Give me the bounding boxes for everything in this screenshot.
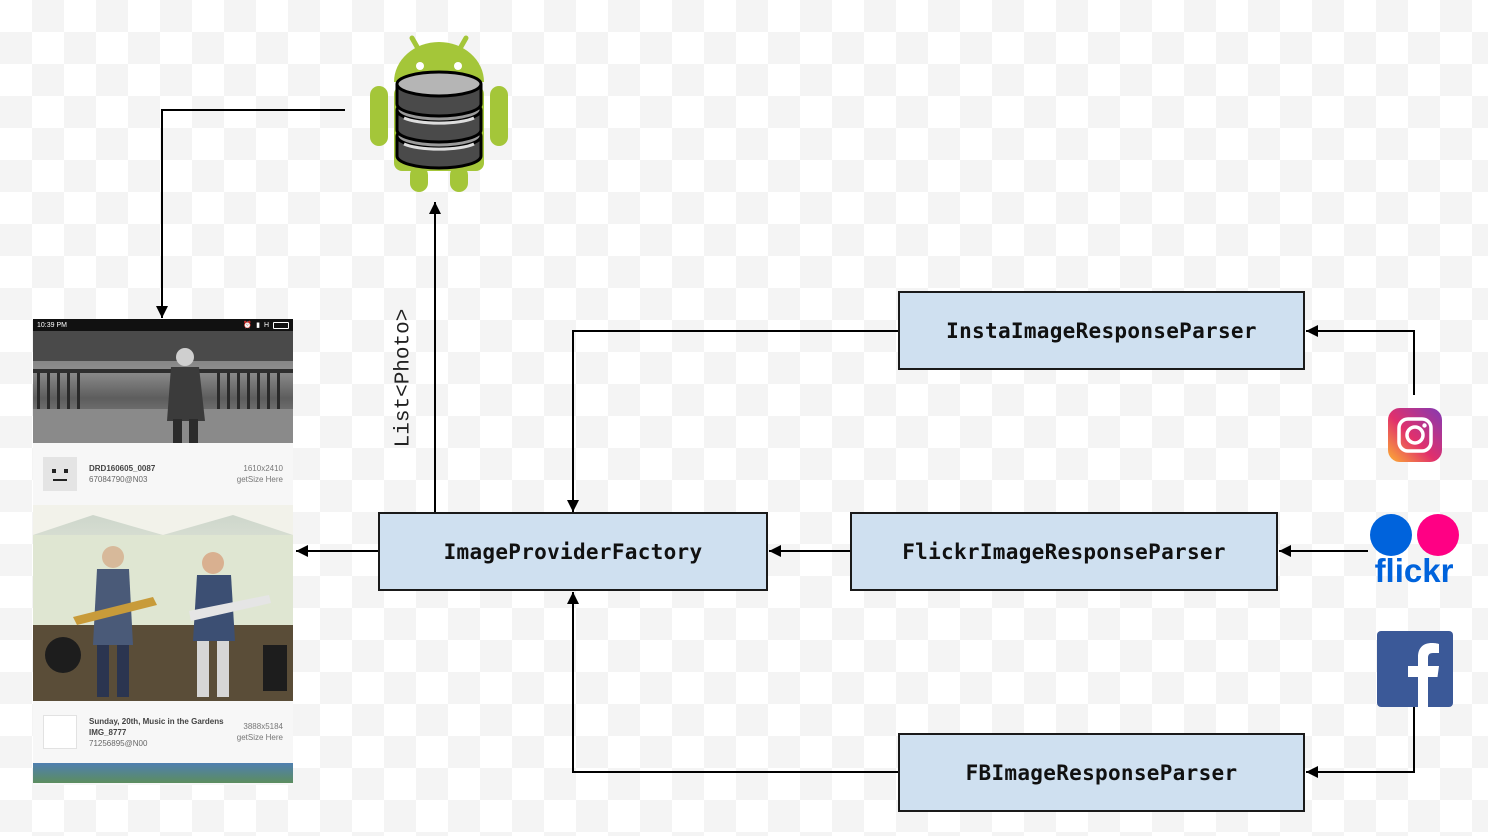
list-item[interactable]: DRD160605_0087 67084790@N03 1610x2410 ge… xyxy=(33,443,293,505)
edge-facebook-to-parser xyxy=(1306,707,1415,778)
item-owner: 67084790@N03 xyxy=(89,475,148,484)
photo-band-concert[interactable] xyxy=(33,505,293,701)
item-owner: 71256895@N00 xyxy=(89,738,148,748)
list-item[interactable]: Sunday, 20th, Music in the Gardens IMG_8… xyxy=(33,701,293,763)
item-title: Sunday, 20th, Music in the Gardens xyxy=(89,716,224,726)
node-image-provider-factory: ImageProviderFactory xyxy=(378,512,768,591)
photo-trees[interactable] xyxy=(33,763,293,783)
photo-street-portrait[interactable] xyxy=(33,331,293,443)
item-subtitle: IMG_8777 xyxy=(89,727,127,737)
item-size: 3888x5184 xyxy=(243,722,283,731)
instagram-icon xyxy=(1388,408,1442,466)
photo-street-portrait-art xyxy=(33,331,293,443)
node-flickr-image-response-parser: FlickrImageResponseParser xyxy=(850,512,1278,591)
edge-database-to-phone xyxy=(156,109,345,318)
status-bar: 10:39 PM ⏰ ▮ H xyxy=(33,319,293,331)
flickr-wordmark: flickr xyxy=(1374,552,1454,589)
facebook-icon xyxy=(1377,631,1453,711)
avatar xyxy=(43,457,77,491)
item-size: 1610x2410 xyxy=(243,464,283,473)
status-time: 10:39 PM xyxy=(37,321,67,329)
edge-insta-parser-to-factory xyxy=(567,330,898,512)
phone-screenshot: 10:39 PM ⏰ ▮ H xyxy=(33,319,293,785)
item-title: DRD160605_0087 xyxy=(89,464,156,473)
edge-fb-parser-to-factory xyxy=(567,592,898,773)
node-fb-image-response-parser: FBImageResponseParser xyxy=(898,733,1305,812)
android-database-icon xyxy=(364,26,514,200)
edge-instagram-to-parser xyxy=(1306,325,1415,395)
alarm-icon: ⏰ xyxy=(243,322,253,329)
thumbnail xyxy=(43,715,77,749)
item-action[interactable]: getSize Here xyxy=(236,733,283,742)
status-carrier: H xyxy=(263,321,269,329)
photo-band-concert-art xyxy=(33,505,293,701)
item-action[interactable]: getSize Here xyxy=(236,475,283,484)
battery-icon xyxy=(273,321,289,329)
signal-icon: ▮ xyxy=(256,322,260,329)
flickr-icon: flickr xyxy=(1366,512,1462,592)
edge-label-list-photo: List<Photo> xyxy=(392,308,416,448)
node-insta-image-response-parser: InstaImageResponseParser xyxy=(898,291,1305,370)
